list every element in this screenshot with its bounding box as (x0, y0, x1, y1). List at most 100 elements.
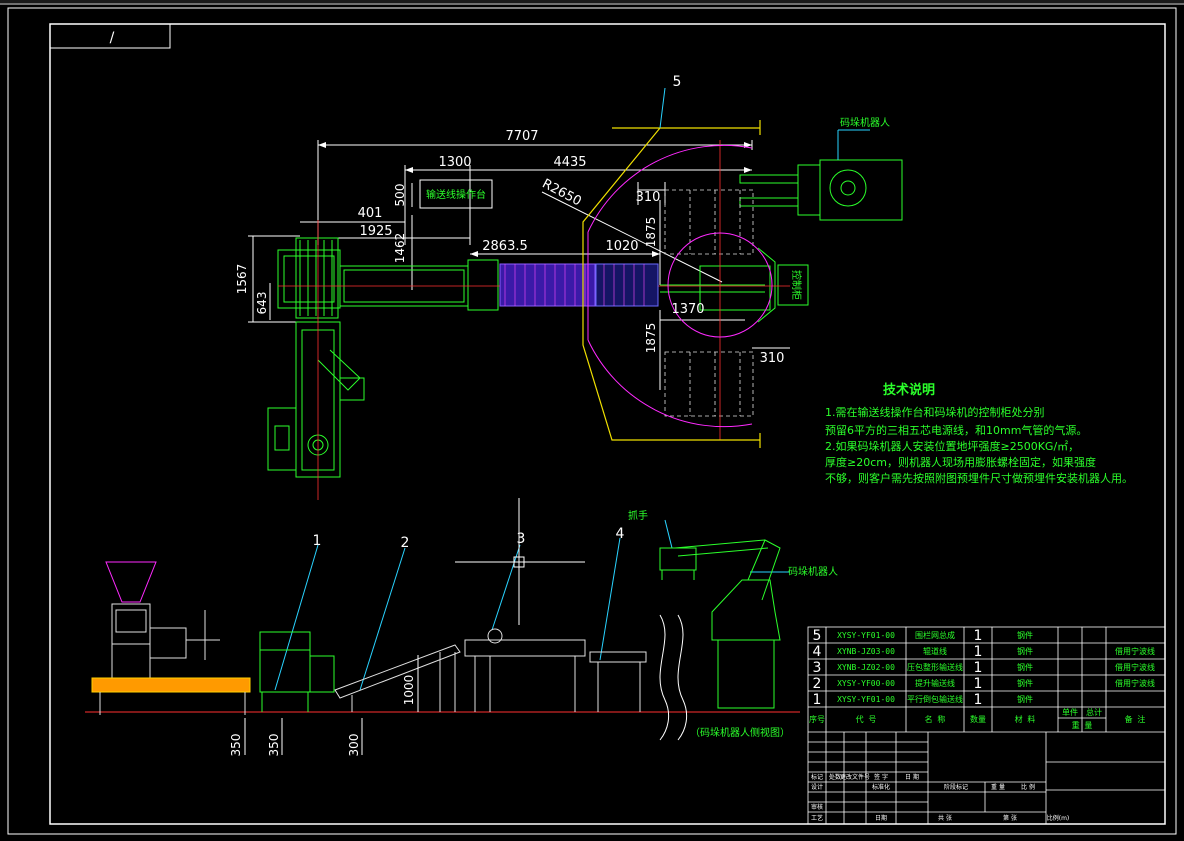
row-no: 1 (813, 692, 822, 708)
tb-design: 设计 (811, 783, 823, 791)
row-code: XYNB-JZ03-00 (837, 647, 895, 656)
tb-sign: 签 字 (874, 773, 888, 781)
tech-note-line-5: 不够，则客户需先按照附图预埋件尺寸做预埋件安装机器人用。 (825, 471, 1133, 485)
row-material: 钢件 (1017, 662, 1033, 672)
header-weight-total: 总计 (1086, 707, 1102, 717)
robot-side-label: 码垛机器人 (788, 565, 838, 578)
dim-7707: 7707 (505, 129, 538, 144)
dim-310-bottom: 310 (760, 351, 785, 366)
dim-1567: 1567 (235, 264, 249, 295)
tech-note-line-1: 1.需在输送线操作台和码垛机的控制柜处分别 (825, 405, 1045, 419)
row-qty: 1 (974, 692, 983, 708)
dim-1300: 1300 (438, 155, 471, 170)
table-row: 3 XYNB-JZ02-00 压包整形输送线 1 钢件 借用宁波线 (813, 660, 1155, 676)
crosshair (455, 498, 585, 625)
row-material: 钢件 (1017, 678, 1033, 688)
tb-scale: 比 例 (1021, 783, 1035, 791)
row-material: 钢件 (1017, 694, 1033, 704)
dim-1370: 1370 (671, 302, 704, 317)
dim-1875-bottom: 1875 (644, 323, 658, 354)
row-code: XYNB-JZ02-00 (837, 663, 895, 672)
dim-310-top: 310 (636, 190, 661, 205)
header-note: 备 注 (1125, 714, 1146, 724)
side-view-packer (105, 561, 220, 685)
tech-note-line-3: 2.如果码垛机器人安装位置地坪强度≥2500KG/㎡， (825, 439, 1079, 453)
row-qty: 1 (974, 644, 983, 660)
row-code: XYSY-YF01-00 (837, 631, 895, 640)
parts-table-rows: 5 XYSY-YF01-00 围栏网总成 1 钢件 4 XYNB-JZ03-00… (813, 628, 1155, 708)
tech-note-line-2: 预留6平方的三相五芯电源线，和10mm气管的气源。 (825, 423, 1087, 437)
callout-5: 5 (673, 74, 682, 90)
dim-4435: 4435 (553, 155, 586, 170)
row-note: 借用宁波线 (1115, 646, 1155, 656)
dim-1875-top: 1875 (644, 217, 658, 248)
side-view-robot (659, 539, 781, 709)
row-material: 钢件 (1017, 630, 1033, 640)
conveyor-console-box (419, 179, 493, 209)
tb-sheet-number: 第 张 (1003, 814, 1017, 822)
callout-1: 1 (313, 533, 322, 549)
break-lines (659, 614, 688, 741)
tb-footer: 比例(m) (1047, 814, 1070, 822)
tb-count: 处数 (829, 773, 841, 781)
table-grid (807, 626, 1166, 825)
row-no: 4 (813, 644, 822, 660)
callout-2: 2 (401, 535, 410, 551)
title-block: 标记 处数 更改文件号 签 字 日 期 设计 标准化 阶段标记 重 量 比 例 … (811, 773, 1069, 822)
tb-craft: 工艺 (811, 814, 823, 822)
dim-350-b: 350 (267, 734, 281, 757)
row-qty: 1 (974, 676, 983, 692)
tb-sheet-total: 共 张 (938, 814, 952, 822)
header-material: 材 料 (1015, 714, 1036, 724)
row-name: 平行倒包输送线 (907, 694, 963, 704)
tb-approve-date: 日期 (875, 814, 887, 822)
row-name: 提升输送线 (915, 678, 955, 688)
row-qty: 1 (974, 660, 983, 676)
pallet-outlines (664, 189, 754, 417)
row-code: XYSY-YF01-00 (837, 695, 895, 704)
side-view-caption: （码垛机器人侧视图） (690, 726, 790, 739)
tech-note-line-4: 厚度≥20cm，则机器人现场用膨胀螺栓固定，如果强度 (825, 455, 1096, 469)
row-no: 3 (813, 660, 822, 676)
tb-standardize: 标准化 (872, 783, 890, 791)
table-row: 4 XYNB-JZ03-00 辊道线 1 钢件 借用宁波线 (813, 644, 1155, 660)
tech-notes-title: 技术说明 (883, 382, 935, 398)
row-name: 围栏网总成 (915, 630, 955, 640)
row-note: 借用宁波线 (1115, 678, 1155, 688)
control-cabinet-label: 控制柜 (790, 270, 803, 300)
header-weight-single: 单件 (1062, 707, 1078, 717)
dim-300: 300 (347, 734, 361, 757)
row-name: 压包整形输送线 (907, 662, 963, 672)
dim-2863-5: 2863.5 (482, 239, 528, 254)
header-name: 名 称 (925, 714, 946, 724)
row-material: 钢件 (1017, 646, 1033, 656)
dimension-arrowheads (318, 142, 752, 257)
parts-table-header: 序号 代 号 名 称 数量 材 料 单件 总计 重 量 备 注 (809, 707, 1145, 730)
tb-marks: 标记 (811, 773, 823, 781)
conveyor-console-label: 输送线操作台 (426, 188, 486, 201)
robot-reach-envelope (587, 144, 773, 428)
dim-1020: 1020 (605, 239, 638, 254)
table-row: 5 XYSY-YF01-00 围栏网总成 1 钢件 (813, 628, 1033, 644)
header-no: 序号 (809, 714, 825, 724)
callout-3: 3 (517, 531, 526, 547)
robot-top-label: 码垛机器人 (840, 116, 890, 129)
dim-500: 500 (393, 184, 407, 207)
table-row: 1 XYSY-YF01-00 平行倒包输送线 1 钢件 (813, 692, 1033, 708)
header-code: 代 号 (856, 714, 877, 724)
row-qty: 1 (974, 628, 983, 644)
table-row: 2 XYSY-YF00-00 提升输送线 1 钢件 借用宁波线 (813, 676, 1155, 692)
callout-leaders (274, 87, 870, 691)
dim-1462: 1462 (393, 233, 407, 264)
row-no: 5 (813, 628, 822, 644)
tb-check: 审核 (811, 803, 823, 811)
tb-stage-mark: 阶段标记 (944, 783, 968, 791)
callout-4: 4 (616, 526, 625, 542)
row-note: 借用宁波线 (1115, 662, 1155, 672)
row-name: 辊道线 (923, 646, 947, 656)
header-weight-group: 重 量 (1072, 720, 1093, 730)
side-view-conveyor-1 (259, 631, 335, 712)
dim-1925: 1925 (359, 224, 392, 239)
